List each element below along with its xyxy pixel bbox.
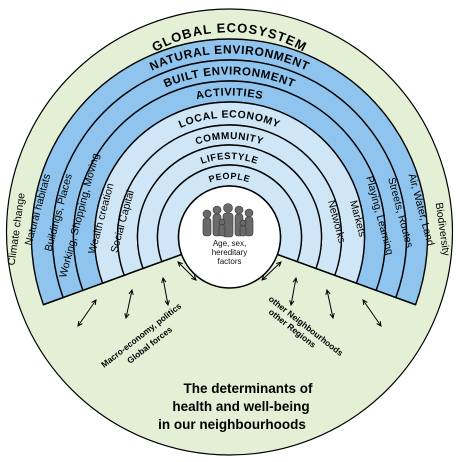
caption-line-1: The determinants of (183, 381, 313, 396)
external-arrows (77, 261, 382, 327)
arrow-left-1 (77, 299, 97, 327)
band-people-label: PEOPLE (208, 171, 252, 184)
band-dividers (43, 253, 416, 306)
caption-line-2: health and well-being (172, 399, 309, 414)
band-edge-left (43, 253, 182, 306)
arrow-left-2 (124, 288, 134, 320)
arrow-right-2 (289, 276, 298, 307)
center-text-line-2: hereditary (212, 248, 248, 257)
band-community-label: COMMUNITY (194, 131, 265, 148)
band-activities-label: ACTIVITIES (195, 86, 265, 102)
center-text-line-3: factors (217, 257, 241, 266)
caption-line-3: in our neighbourhoods (158, 417, 306, 432)
arrow-left-4 (177, 261, 197, 281)
arrow-left-3 (161, 276, 170, 307)
arrow-right-1 (261, 261, 282, 281)
arrow-right-4 (362, 299, 382, 327)
arrow-right-3 (325, 288, 335, 320)
band-edge-right (277, 253, 416, 306)
band-lifestyle-label: LIFESTYLE (199, 151, 259, 167)
people-group-icon (202, 203, 254, 238)
center-text-line-1: Age, sex, (213, 239, 246, 248)
